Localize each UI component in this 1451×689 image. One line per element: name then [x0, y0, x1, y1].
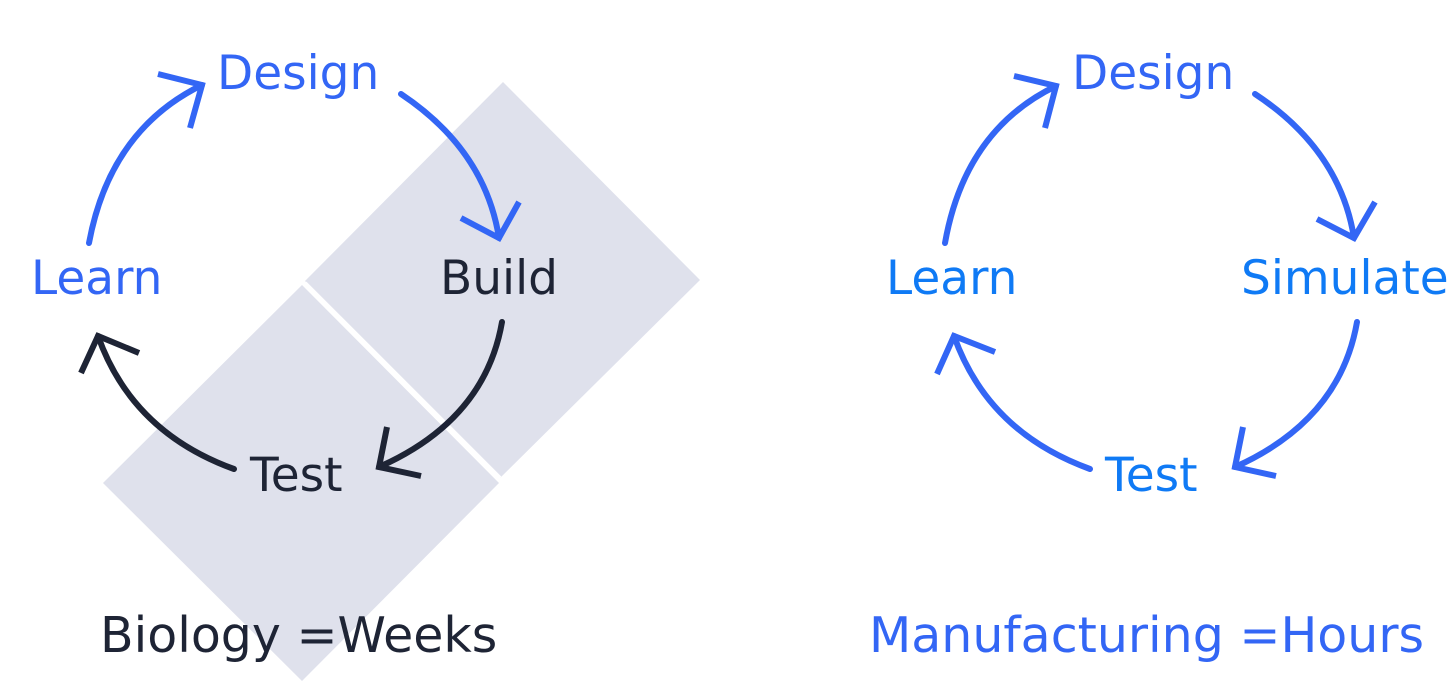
test-highlight-diamond — [103, 285, 499, 681]
right-caption: Manufacturing =Hours — [869, 607, 1424, 664]
arrow-build-to-test — [375, 319, 505, 479]
left-build-label: Build — [440, 251, 558, 306]
arrow-test-to-learn — [78, 332, 237, 472]
arrow-design-to-build — [398, 91, 522, 243]
right-test-label: Test — [1104, 448, 1198, 503]
arrow-learn-to-design — [86, 71, 206, 246]
left-caption: Biology =Weeks — [100, 607, 497, 664]
left-design-label: Design — [217, 46, 379, 101]
diamond-separator — [303, 281, 502, 480]
right-design-label: Design — [1072, 46, 1234, 101]
left-learn-label: Learn — [31, 251, 162, 306]
arrow-simulate-to-test — [1231, 319, 1360, 479]
arrow-right-learn-to-design — [942, 73, 1060, 246]
arrow-right-test-to-learn — [934, 332, 1093, 472]
arrow-design-to-simulate — [1252, 91, 1378, 242]
right-simulate-label: Simulate — [1241, 251, 1449, 306]
right-learn-label: Learn — [886, 251, 1017, 306]
left-test-label: Test — [249, 448, 343, 503]
